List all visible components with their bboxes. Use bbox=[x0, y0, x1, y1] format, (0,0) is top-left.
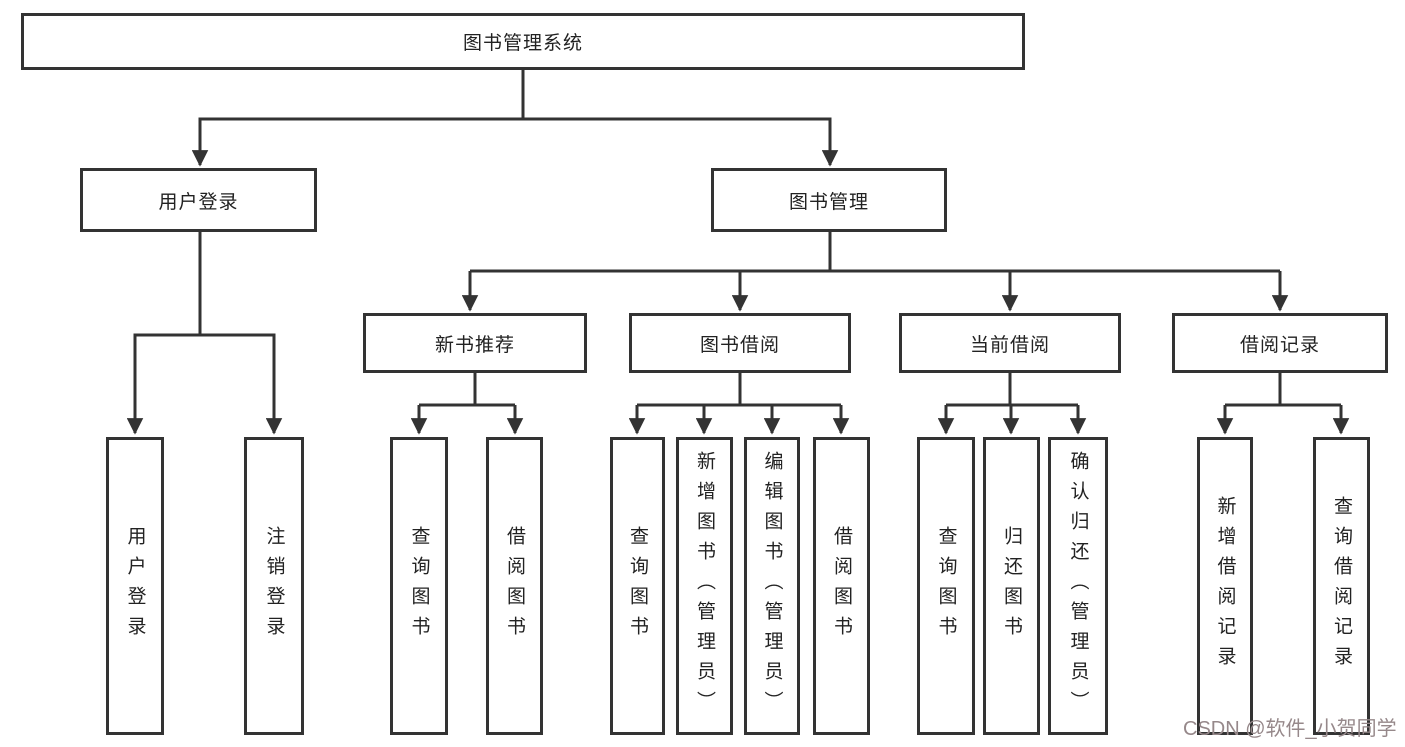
leaf-bb-query-books: 查询图书 bbox=[610, 437, 665, 735]
node-label: 图书管理 bbox=[788, 191, 869, 213]
connector-user-login-to-logout bbox=[200, 333, 283, 435]
leaf-logout: 注销登录 bbox=[244, 437, 304, 735]
node-label: 用户登录 bbox=[158, 191, 239, 213]
leaf-label: 查询借阅记录 bbox=[1331, 496, 1352, 676]
leaf-bb-borrow-books: 借阅图书 bbox=[813, 437, 870, 735]
node-user-login: 用户登录 bbox=[80, 168, 317, 232]
node-label: 图书借阅 bbox=[699, 334, 780, 356]
leaf-borrow-books: 借阅图书 bbox=[486, 437, 543, 735]
leaf-br-query-record: 查询借阅记录 bbox=[1313, 437, 1370, 735]
leaf-cb-query-books: 查询图书 bbox=[917, 437, 975, 735]
leaf-user-login: 用户登录 bbox=[106, 437, 164, 735]
node-label: 新书推荐 bbox=[434, 334, 515, 356]
node-label: 图书管理系统 bbox=[462, 33, 583, 54]
node-library-management-system: 图书管理系统 bbox=[21, 13, 1025, 70]
leaf-label: 新增借阅记录 bbox=[1214, 496, 1236, 676]
connector-user-login-to-login bbox=[126, 333, 200, 435]
connector-root-to-book-mgmt bbox=[523, 117, 839, 167]
leaf-label: 编辑图书（管理员） bbox=[761, 451, 783, 721]
connector-root-to-user-login bbox=[191, 117, 523, 167]
leaf-br-add-record: 新增借阅记录 bbox=[1197, 437, 1253, 735]
leaf-label: 注销登录 bbox=[263, 526, 285, 646]
leaf-label: 归还图书 bbox=[1001, 526, 1022, 646]
csdn-watermark: CSDN @软件_小贺同学 bbox=[1183, 718, 1397, 740]
node-label: 借阅记录 bbox=[1239, 334, 1320, 356]
node-book-management: 图书管理 bbox=[711, 168, 947, 232]
leaf-label: 用户登录 bbox=[124, 526, 146, 646]
node-borrow-records: 借阅记录 bbox=[1172, 313, 1388, 373]
node-current-borrow: 当前借阅 bbox=[899, 313, 1121, 373]
leaf-label: 新增图书（管理员） bbox=[694, 451, 715, 721]
leaf-cb-confirm-return-admin: 确认归还（管理员） bbox=[1048, 437, 1108, 735]
node-label: 当前借阅 bbox=[969, 334, 1050, 356]
leaf-bb-add-books-admin: 新增图书（管理员） bbox=[676, 437, 733, 735]
leaf-query-books: 查询图书 bbox=[390, 437, 448, 735]
node-new-book-recommend: 新书推荐 bbox=[363, 313, 587, 373]
leaf-label: 借阅图书 bbox=[831, 526, 852, 646]
node-book-borrow: 图书借阅 bbox=[629, 313, 851, 373]
leaf-label: 查询图书 bbox=[408, 526, 430, 646]
leaf-label: 确认归还（管理员） bbox=[1067, 451, 1089, 721]
leaf-label: 查询图书 bbox=[935, 526, 957, 646]
leaf-cb-return-books: 归还图书 bbox=[983, 437, 1040, 735]
leaf-label: 借阅图书 bbox=[504, 526, 525, 646]
leaf-label: 查询图书 bbox=[627, 526, 648, 646]
leaf-bb-edit-books-admin: 编辑图书（管理员） bbox=[744, 437, 800, 735]
